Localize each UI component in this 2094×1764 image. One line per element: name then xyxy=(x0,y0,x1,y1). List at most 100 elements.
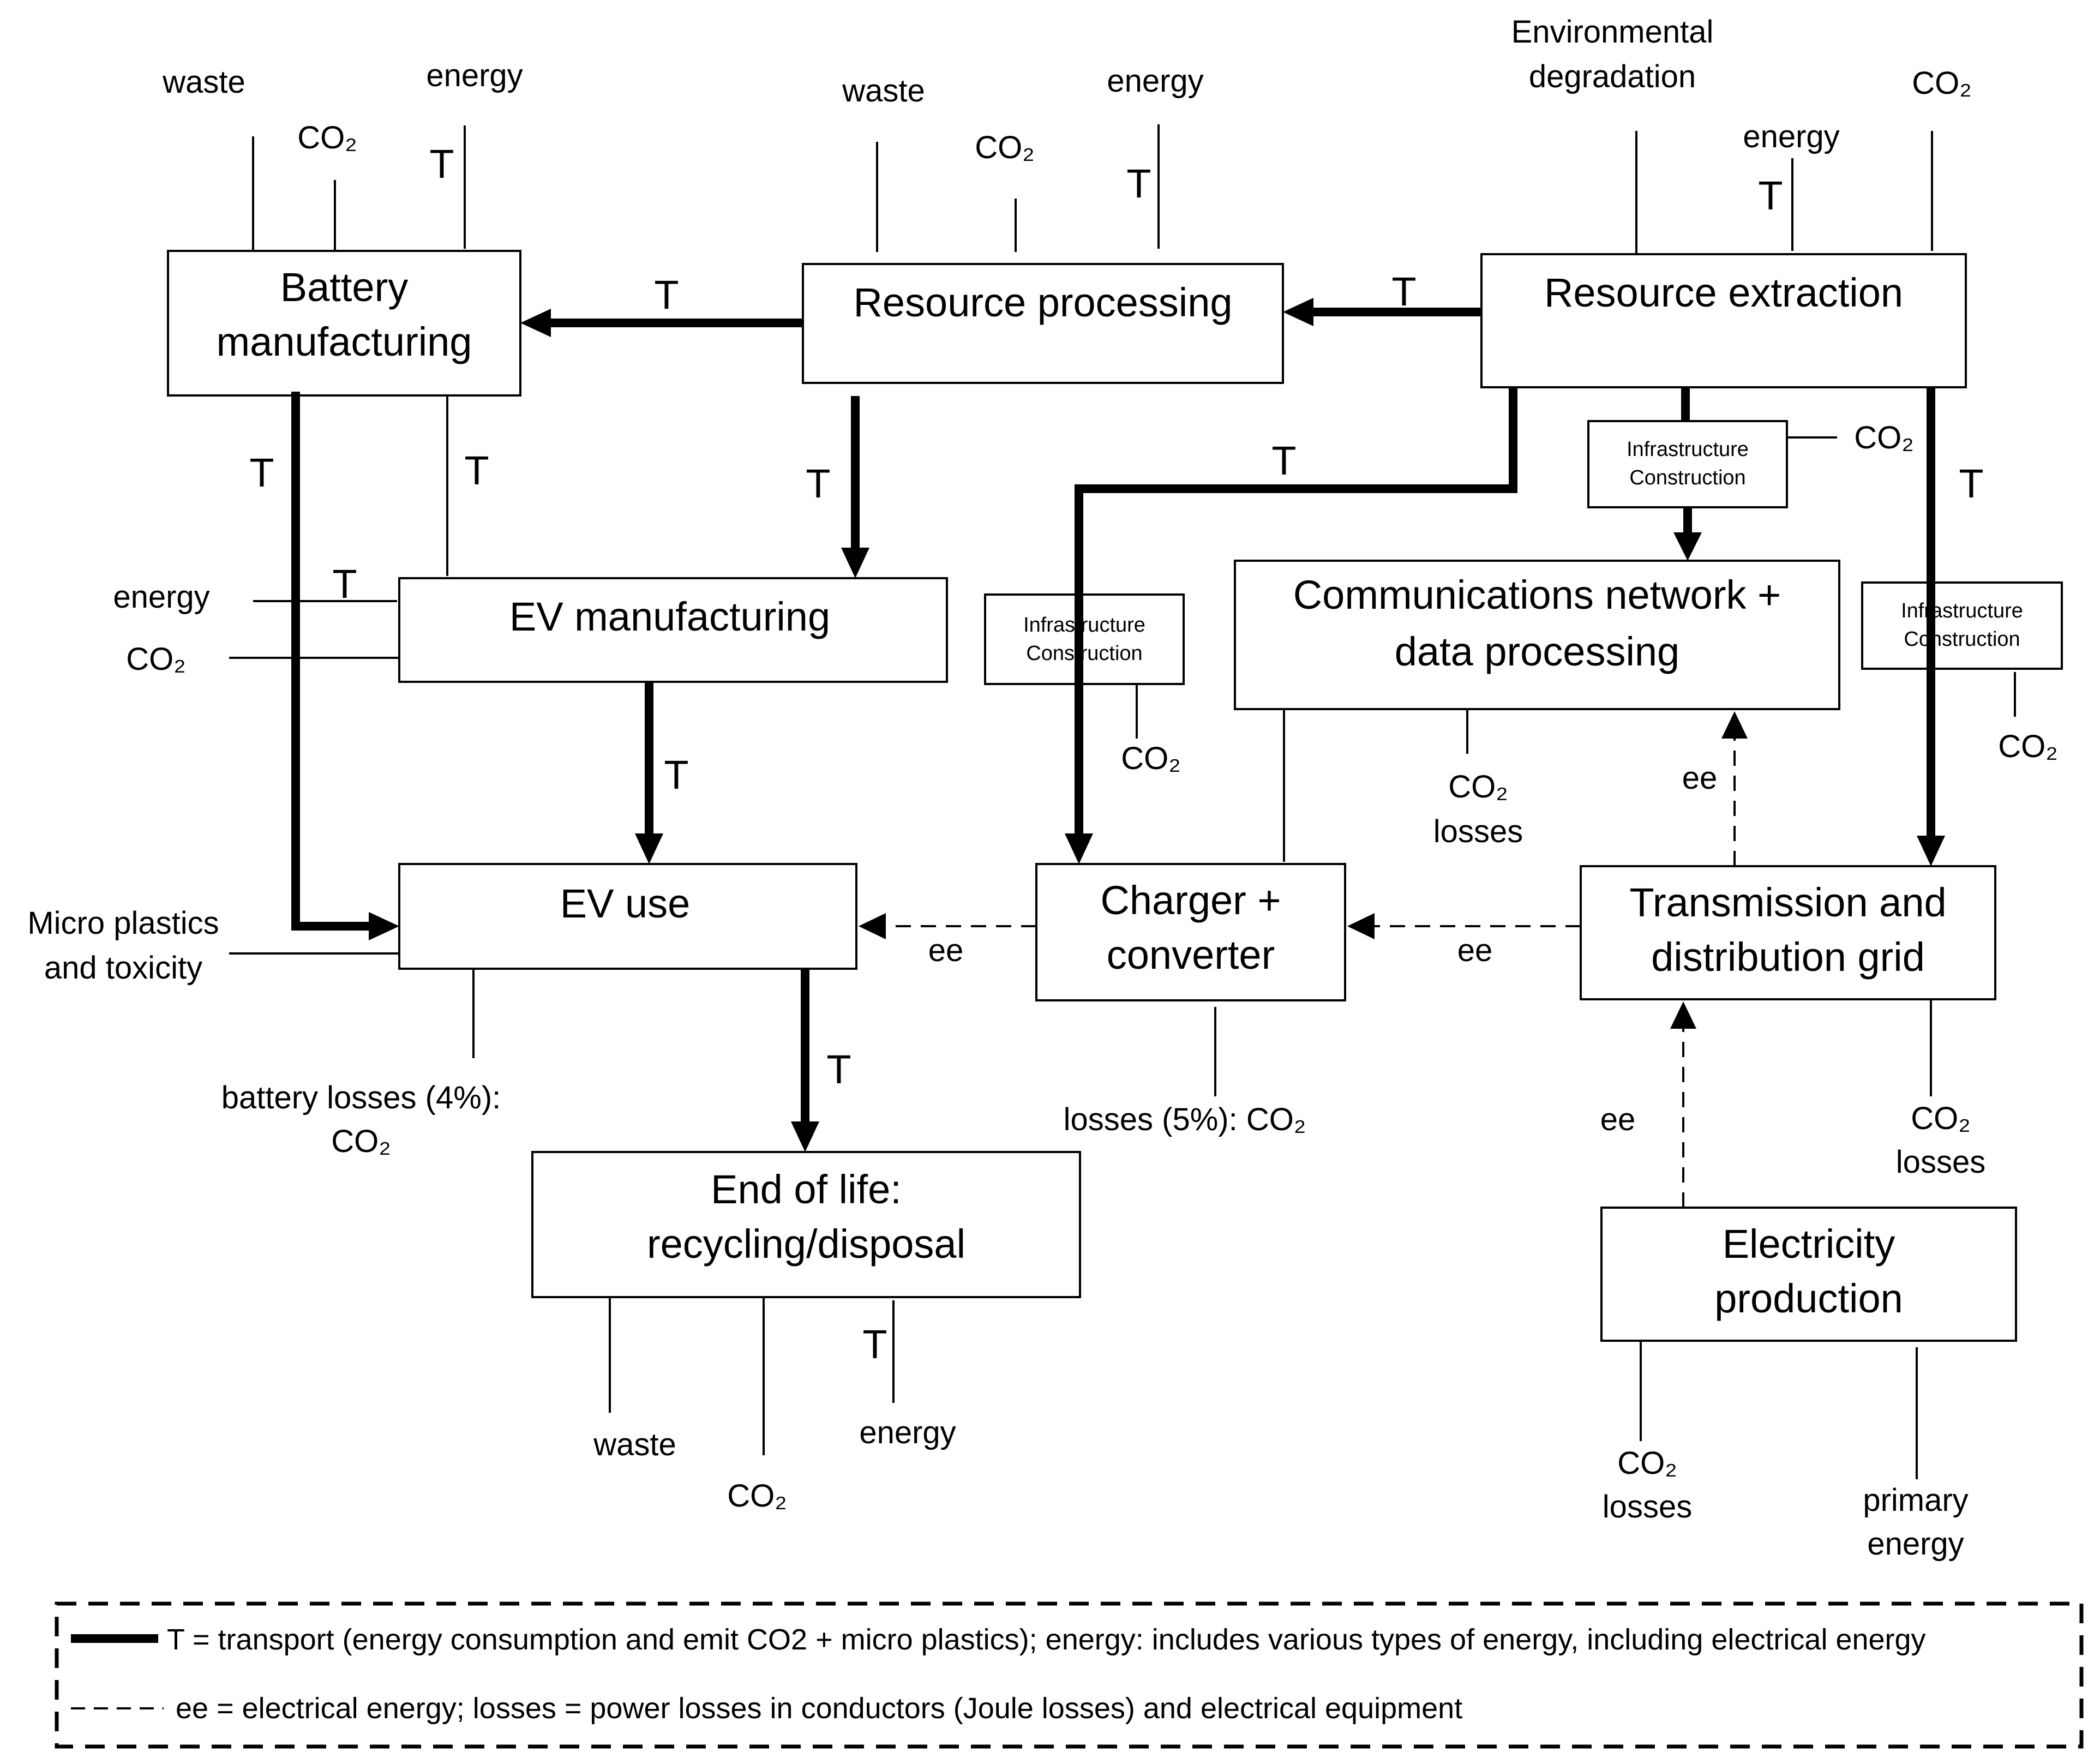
svg-text:Charger +: Charger + xyxy=(1100,878,1281,923)
battery-flows: waste CO₂ energy T T xyxy=(162,58,523,576)
svg-text:EV manufacturing: EV manufacturing xyxy=(509,594,830,639)
svg-text:CO₂: CO₂ xyxy=(1617,1445,1677,1481)
svg-text:production: production xyxy=(1714,1276,1903,1321)
svg-text:data processing: data processing xyxy=(1395,629,1679,674)
transmission-grid-box: Transmission and distribution grid xyxy=(1580,865,1996,1000)
svg-text:ee: ee xyxy=(928,933,964,968)
svg-text:and toxicity: and toxicity xyxy=(44,950,202,986)
charger-flows: losses (5%): CO₂ xyxy=(1064,1007,1306,1137)
svg-text:T: T xyxy=(1758,173,1783,218)
svg-text:primary: primary xyxy=(1863,1483,1968,1518)
transmission-flows: CO₂ losses xyxy=(1896,999,1985,1180)
infrastructure-co2-flows: CO₂ CO₂ xyxy=(1121,672,2058,776)
svg-text:Battery: Battery xyxy=(280,265,408,310)
communications-network-box: Communications network + data processing xyxy=(1234,560,1840,710)
svg-text:losses: losses xyxy=(1433,814,1523,849)
svg-text:CO₂: CO₂ xyxy=(126,641,186,677)
electrical-energy-flows: ee ee ee ee xyxy=(859,711,1748,1208)
svg-text:CO₂: CO₂ xyxy=(331,1124,391,1159)
svg-text:CO₂: CO₂ xyxy=(297,120,357,155)
svg-text:Transmission and: Transmission and xyxy=(1629,880,1946,925)
svg-text:degradation: degradation xyxy=(1529,59,1696,94)
svg-text:EV use: EV use xyxy=(560,881,691,926)
svg-text:waste: waste xyxy=(162,64,245,100)
legend-electrical-text: ee = electrical energy; losses = power l… xyxy=(176,1692,1462,1725)
svg-text:T: T xyxy=(1959,461,1983,506)
svg-text:energy: energy xyxy=(1743,119,1839,154)
svg-text:energy: energy xyxy=(1107,63,1203,99)
svg-text:T: T xyxy=(1271,438,1296,483)
svg-text:losses (5%): CO₂: losses (5%): CO₂ xyxy=(1064,1102,1306,1137)
svg-text:energy: energy xyxy=(1867,1526,1964,1562)
svg-text:ee: ee xyxy=(1682,760,1718,796)
svg-text:Resource extraction: Resource extraction xyxy=(1544,270,1903,315)
svg-text:T: T xyxy=(862,1322,887,1367)
charger-converter-box: Charger + converter xyxy=(1035,863,1346,1001)
ev-use-flows: Micro plastics and toxicity battery loss… xyxy=(27,905,501,1159)
svg-text:waste: waste xyxy=(842,73,925,109)
svg-text:Environmental: Environmental xyxy=(1511,14,1714,50)
svg-text:energy: energy xyxy=(113,579,209,615)
end-of-life-box: End of life: recycling/disposal xyxy=(531,1151,1081,1298)
ev-manufacturing-box: EV manufacturing xyxy=(398,577,948,683)
svg-text:energy: energy xyxy=(859,1415,956,1450)
svg-text:Micro plastics: Micro plastics xyxy=(27,905,219,941)
transport-arrows: T T T T T T T T xyxy=(249,269,1984,1152)
svg-text:waste: waste xyxy=(593,1427,676,1462)
svg-text:T: T xyxy=(664,752,688,797)
svg-text:recycling/disposal: recycling/disposal xyxy=(647,1221,965,1267)
resource-extraction-box: Resource extraction xyxy=(1480,253,1967,388)
svg-text:Infrastructure: Infrastructure xyxy=(1023,614,1145,637)
svg-text:CO₂: CO₂ xyxy=(1854,420,1914,455)
svg-text:losses: losses xyxy=(1603,1489,1692,1525)
svg-text:CO₂: CO₂ xyxy=(975,130,1035,165)
svg-text:T: T xyxy=(464,448,489,493)
infrastructure-construction-box-mid: Infrastructure Construction xyxy=(1587,420,1788,508)
svg-text:T: T xyxy=(429,141,454,187)
svg-text:T: T xyxy=(806,461,830,506)
svg-text:manufacturing: manufacturing xyxy=(217,319,472,364)
svg-text:T: T xyxy=(654,272,679,317)
svg-text:T: T xyxy=(332,561,357,607)
svg-text:ee: ee xyxy=(1457,933,1493,968)
svg-text:battery losses (4%):: battery losses (4%): xyxy=(221,1080,501,1115)
svg-text:Infrastructure: Infrastructure xyxy=(1627,438,1749,461)
battery-manufacturing-box: Battery manufacturing xyxy=(167,250,521,397)
extraction-flows: Environmental degradation energy T CO₂ C… xyxy=(1511,14,1972,455)
svg-text:Construction: Construction xyxy=(1629,466,1745,489)
infrastructure-construction-box-left: Infrastructure Construction xyxy=(984,593,1185,685)
processing-flows: waste CO₂ energy T xyxy=(842,63,1204,252)
svg-text:End of life:: End of life: xyxy=(711,1167,902,1212)
communications-flows: CO₂ losses xyxy=(1283,709,1523,862)
svg-text:Construction: Construction xyxy=(1904,628,2020,651)
legend: T = transport (energy consumption and em… xyxy=(55,1601,2084,1749)
svg-text:energy: energy xyxy=(426,58,523,93)
svg-text:CO₂: CO₂ xyxy=(1911,1101,1971,1136)
svg-text:CO₂: CO₂ xyxy=(1912,65,1972,101)
svg-text:converter: converter xyxy=(1107,932,1275,977)
svg-text:losses: losses xyxy=(1896,1144,1985,1180)
svg-text:distribution grid: distribution grid xyxy=(1651,934,1925,980)
svg-text:Resource processing: Resource processing xyxy=(853,280,1232,325)
svg-text:Construction: Construction xyxy=(1026,642,1142,665)
svg-text:CO₂: CO₂ xyxy=(1448,769,1508,805)
svg-text:ee: ee xyxy=(1600,1102,1636,1137)
end-of-life-flows: waste CO₂ T energy xyxy=(593,1297,956,1514)
electricity-production-flows: CO₂ losses primary energy xyxy=(1603,1341,1969,1562)
resource-processing-box: Resource processing xyxy=(802,263,1284,384)
svg-text:T: T xyxy=(1391,269,1416,314)
legend-transport-text: T = transport (energy consumption and em… xyxy=(167,1623,1926,1656)
svg-text:Electricity: Electricity xyxy=(1723,1221,1895,1267)
svg-text:CO₂: CO₂ xyxy=(1121,741,1181,776)
svg-text:T: T xyxy=(826,1047,851,1092)
ev-use-box: EV use xyxy=(398,863,857,970)
infrastructure-construction-box-right: Infrastructure Construction xyxy=(1861,581,2063,670)
svg-text:Communications network +: Communications network + xyxy=(1293,572,1781,617)
svg-text:T: T xyxy=(249,450,274,495)
ev-manufacturing-flows: energy T CO₂ xyxy=(113,561,399,677)
svg-text:T: T xyxy=(1126,161,1151,206)
svg-text:CO₂: CO₂ xyxy=(727,1478,787,1514)
electricity-production-box: Electricity production xyxy=(1600,1207,2017,1342)
svg-text:CO₂: CO₂ xyxy=(1998,729,2058,764)
